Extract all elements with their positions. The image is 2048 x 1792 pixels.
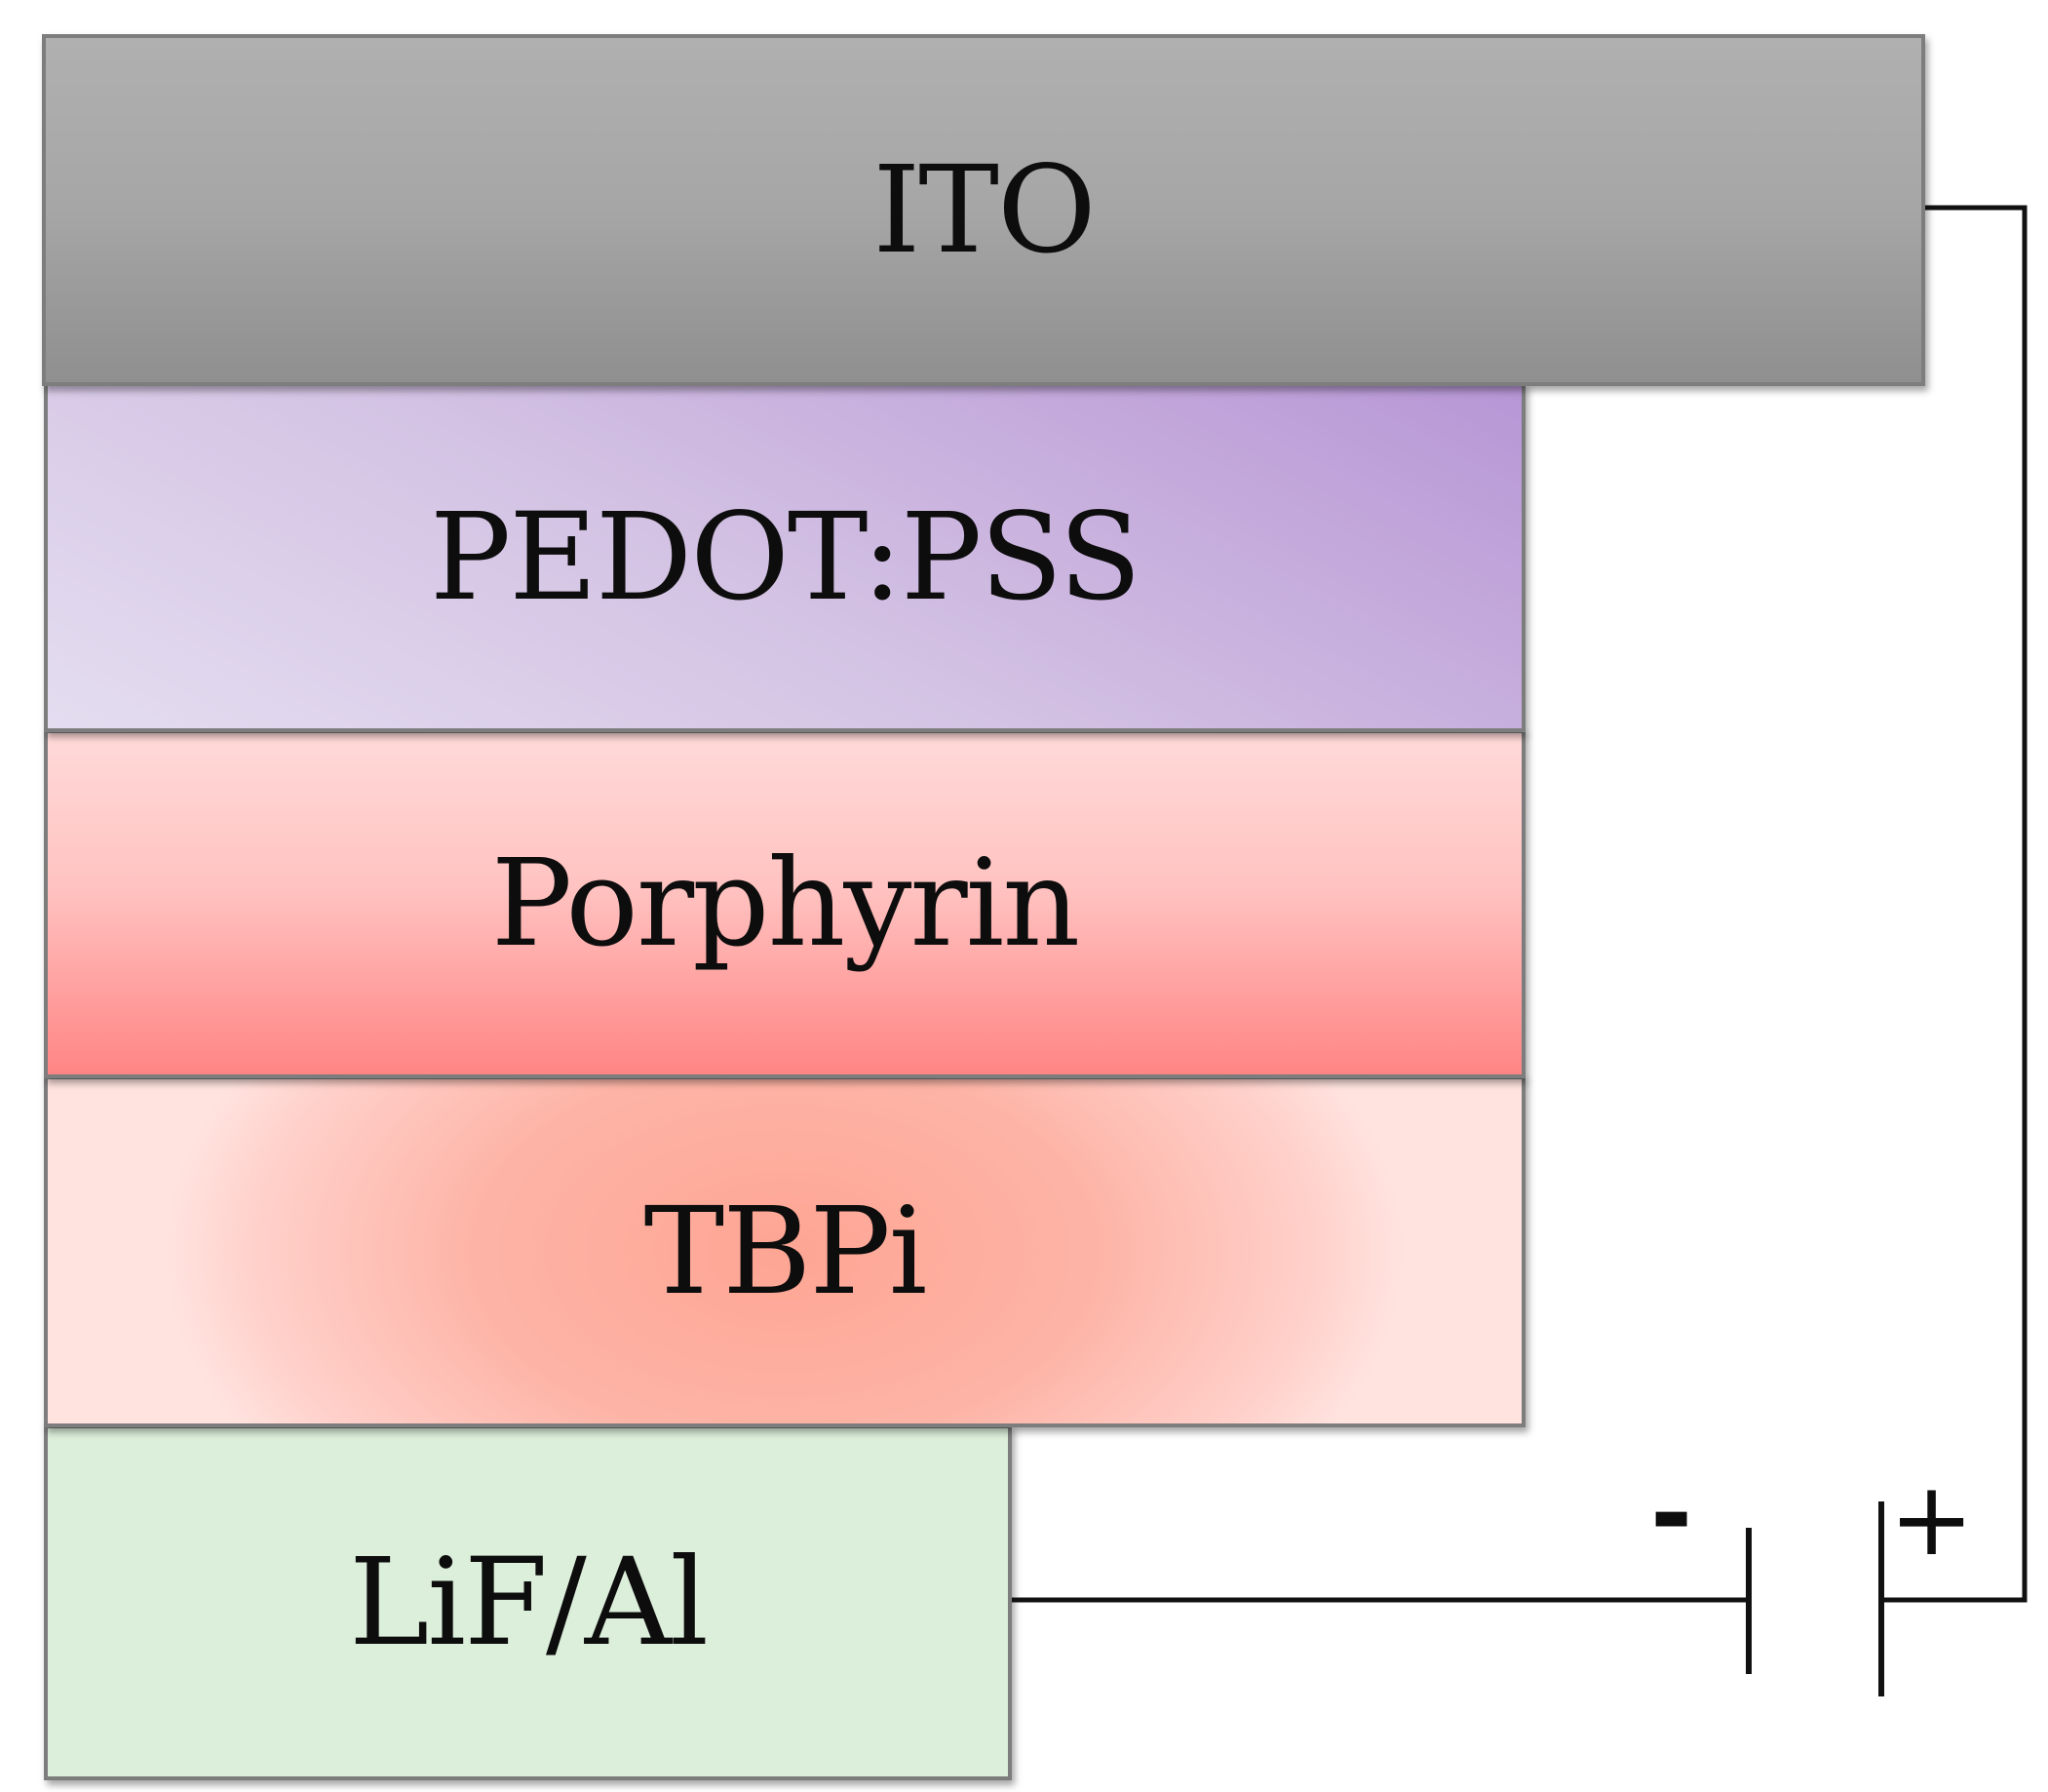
layer-lif-al-label: LiF/Al: [348, 1532, 709, 1673]
layer-ito-label: ITO: [872, 139, 1096, 281]
battery-positive-sign: +: [1889, 1460, 1975, 1578]
layer-tbpi: TBPi: [44, 1075, 1526, 1427]
battery-negative-sign: -: [1650, 1454, 1693, 1573]
wire-ito-to-positive: [1881, 205, 2028, 1603]
layer-tbpi-label: TBPi: [643, 1181, 928, 1322]
layer-pedot-pss-label: PEDOT:PSS: [429, 487, 1141, 628]
layer-lif-al: LiF/Al: [44, 1424, 1012, 1780]
layer-pedot-pss: PEDOT:PSS: [44, 382, 1526, 732]
layer-porphyrin-label: Porphyrin: [490, 834, 1080, 974]
layer-ito: ITO: [42, 34, 1925, 386]
layer-porphyrin: Porphyrin: [44, 729, 1526, 1078]
